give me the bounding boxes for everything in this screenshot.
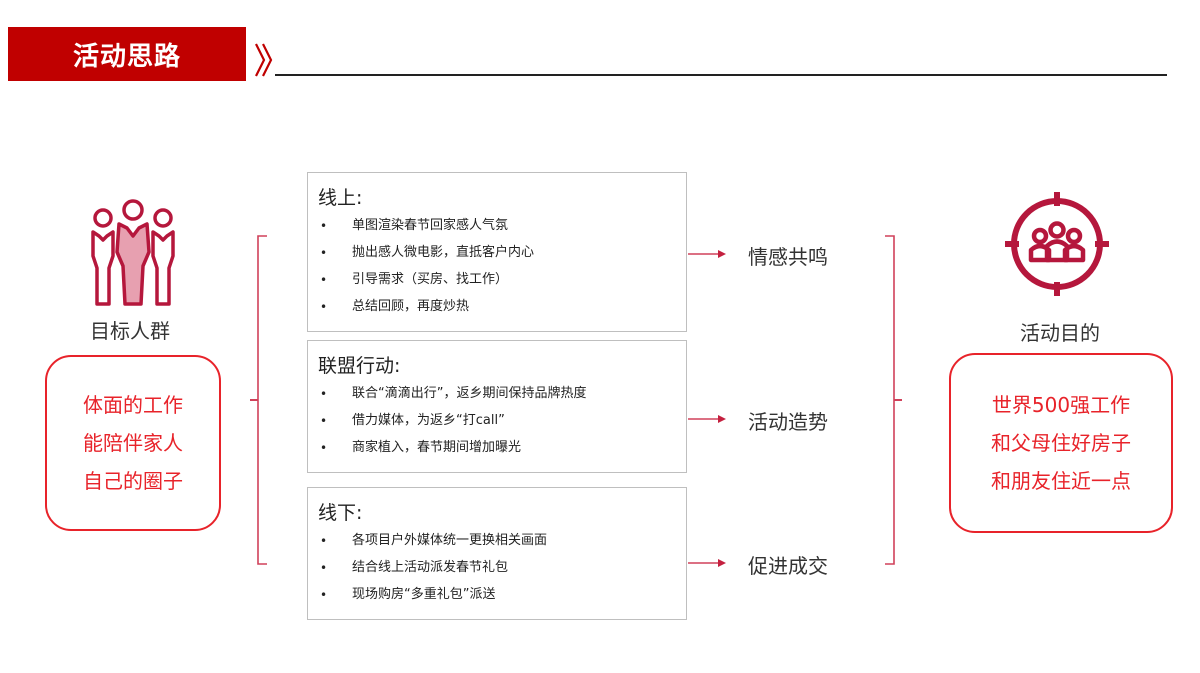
arrow-right-icon bbox=[688, 415, 726, 423]
list-item: 商家植入，春节期间增加曝光 bbox=[318, 438, 686, 465]
double-chevron-icon bbox=[255, 43, 273, 77]
list-item: 单图渲染春节回家感人气氛 bbox=[318, 216, 686, 243]
need-item: 体面的工作 bbox=[83, 393, 183, 417]
list-item: 引导需求（买房、找工作） bbox=[318, 270, 686, 297]
strategy-card-offline: 线下: 各项目户外媒体统一更换相关画面 结合线上活动派发春节礼包 现场购房“多重… bbox=[307, 487, 687, 620]
strategy-card-alliance: 联盟行动: 联合“滴滴出行”，返乡期间保持品牌热度 借力媒体，为返乡“打call… bbox=[307, 340, 687, 473]
target-group-icon bbox=[1005, 192, 1109, 296]
outcome-label: 活动造势 bbox=[748, 410, 828, 434]
goal-item: 世界500强工作 bbox=[991, 393, 1131, 417]
section-title: 活动思路 bbox=[72, 41, 181, 72]
right-bracket bbox=[885, 235, 902, 565]
target-group-needs-box: 体面的工作 能陪伴家人 自己的圈子 bbox=[45, 355, 221, 531]
title-underline bbox=[275, 74, 1167, 76]
people-group-icon bbox=[91, 199, 175, 306]
arrow-right-icon bbox=[688, 250, 726, 258]
need-item: 能陪伴家人 bbox=[83, 431, 183, 455]
list-item: 借力媒体，为返乡“打call” bbox=[318, 411, 686, 438]
goal-box: 世界500强工作 和父母住好房子 和朋友住近一点 bbox=[949, 353, 1173, 533]
left-bracket bbox=[250, 235, 267, 565]
goal-item: 和朋友住近一点 bbox=[991, 469, 1131, 493]
strategy-card-online: 线上: 单图渲染春节回家感人气氛 抛出感人微电影，直抵客户内心 引导需求（买房、… bbox=[307, 172, 687, 332]
card-title: 线下: bbox=[318, 502, 363, 524]
card-title: 线上: bbox=[318, 187, 363, 209]
list-item: 总结回顾，再度炒热 bbox=[318, 297, 686, 324]
list-item: 各项目户外媒体统一更换相关画面 bbox=[318, 531, 686, 558]
goal-label: 活动目的 bbox=[1020, 321, 1100, 345]
list-item: 联合“滴滴出行”，返乡期间保持品牌热度 bbox=[318, 384, 686, 411]
target-group-label: 目标人群 bbox=[90, 319, 170, 343]
goal-item: 和父母住好房子 bbox=[991, 431, 1131, 455]
outcome-label: 促进成交 bbox=[748, 554, 828, 578]
need-item: 自己的圈子 bbox=[83, 469, 183, 493]
list-item: 现场购房“多重礼包”派送 bbox=[318, 585, 686, 612]
list-item: 抛出感人微电影，直抵客户内心 bbox=[318, 243, 686, 270]
list-item: 结合线上活动派发春节礼包 bbox=[318, 558, 686, 585]
arrow-right-icon bbox=[688, 559, 726, 567]
outcome-label: 情感共鸣 bbox=[748, 245, 828, 269]
section-title-banner: 活动思路 bbox=[8, 27, 246, 81]
card-title: 联盟行动: bbox=[318, 355, 401, 377]
